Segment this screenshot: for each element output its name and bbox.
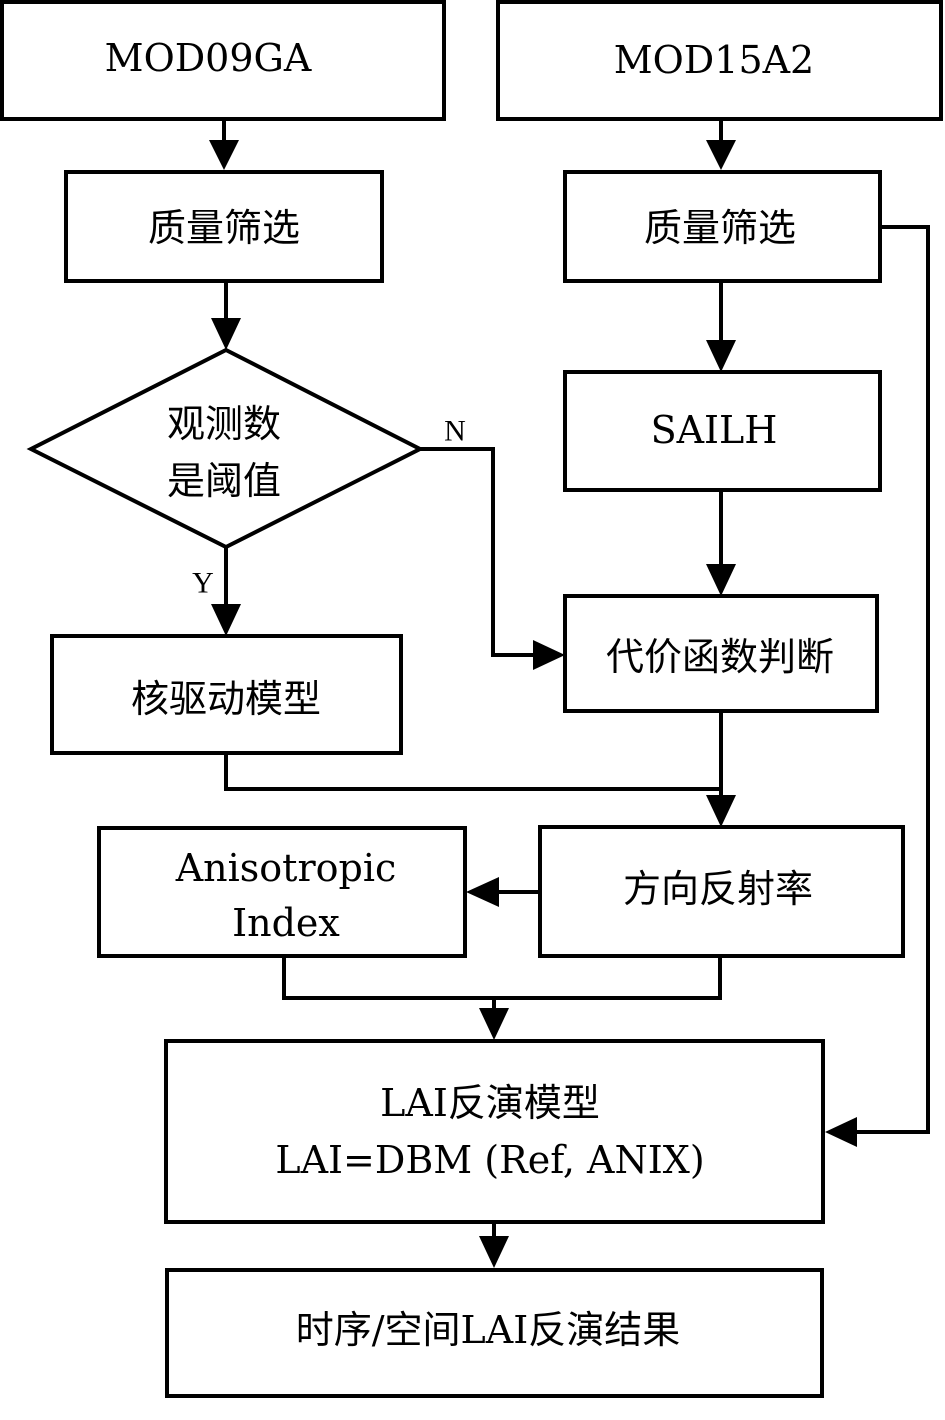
mod09ga-node: MOD09GA [0, 0, 446, 121]
mod15a2-node: MOD15A2 [496, 0, 943, 121]
sailh-label: SAILH [651, 408, 778, 452]
lai-result-label: 时序/空间LAI反演结果 [296, 1308, 681, 1352]
directional-reflectance-label: 方向反射率 [623, 867, 813, 911]
mod15a2-label: MOD15A2 [614, 38, 815, 82]
sailh-node: SAILH [563, 370, 882, 492]
arrowhead [211, 604, 241, 636]
arrowhead [706, 564, 736, 596]
cost-function-label: 代价函数判断 [606, 635, 834, 679]
anisotropic-index-label-line2: Index [232, 901, 340, 945]
arrowhead [533, 640, 565, 670]
lai-inversion-model-node: LAI反演模型 LAI=DBM (Ref, ANIX) [164, 1039, 825, 1224]
edge-quality-bypass-to-lai-model [845, 225, 930, 1134]
quality-filter-left-node: 质量筛选 [64, 170, 384, 283]
arrowhead [706, 795, 736, 827]
kernel-driven-model-label: 核驱动模型 [131, 677, 321, 721]
edge-decision-no-to-cost [420, 447, 545, 657]
arrowhead [211, 318, 241, 350]
quality-filter-left-label: 质量筛选 [148, 206, 300, 250]
arrowhead [479, 1008, 509, 1040]
quality-filter-right-node: 质量筛选 [563, 170, 882, 283]
observation-threshold-decision: 观测数 是阈值 [26, 347, 425, 550]
arrowhead [706, 340, 736, 372]
lai-result-node: 时序/空间LAI反演结果 [165, 1268, 824, 1398]
kernel-driven-model-node: 核驱动模型 [50, 634, 403, 755]
cost-function-node: 代价函数判断 [563, 594, 879, 713]
decision-label-line1: 观测数 [167, 402, 281, 446]
edge-kernel-to-merge [224, 753, 721, 791]
anisotropic-index-node: Anisotropic Index [97, 826, 467, 958]
anisotropic-index-label-line1: Anisotropic [175, 846, 397, 890]
arrowhead [479, 1236, 509, 1268]
arrowhead [209, 140, 239, 170]
arrowhead [825, 1117, 857, 1147]
arrowheads [209, 140, 857, 1268]
arrowhead [706, 140, 736, 170]
lai-inversion-model-label-line1: LAI反演模型 [380, 1081, 600, 1125]
arrowhead [466, 877, 499, 907]
lai-inversion-model-label-line2: LAI=DBM (Ref, ANIX) [275, 1138, 704, 1182]
mod09ga-label: MOD09GA [105, 36, 312, 80]
quality-filter-right-label: 质量筛选 [644, 206, 796, 250]
edge-label-no: N [444, 415, 466, 448]
edge-label-yes: Y [192, 567, 214, 600]
decision-label-line2: 是阈值 [167, 459, 281, 503]
edge-anisotropic-merge [282, 956, 722, 1000]
directional-reflectance-node: 方向反射率 [538, 825, 905, 958]
